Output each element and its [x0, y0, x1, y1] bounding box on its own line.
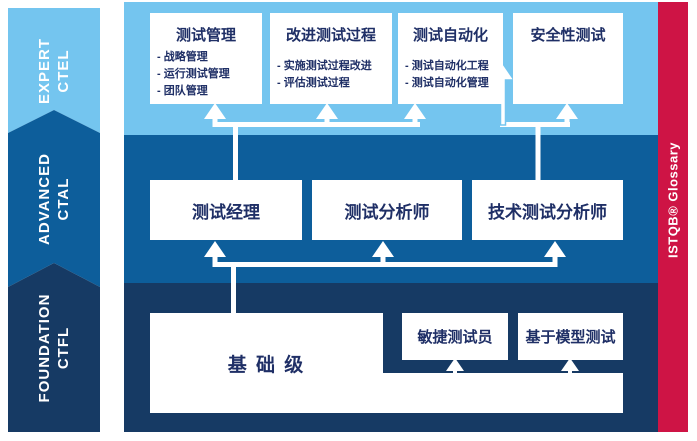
module-item: - 运行测试管理 — [157, 68, 230, 80]
module-security-testing-box: 安全性测试 — [513, 13, 623, 104]
module-foundation-level-box: 基 础 级 — [150, 313, 383, 413]
module-title: 测试自动化 — [412, 27, 488, 44]
module-test-analyst-box: 测试分析师 — [312, 180, 462, 240]
level-cert: CTFL — [55, 326, 72, 369]
level-name: FOUNDATION — [36, 293, 53, 402]
module-item: - 评估测试过程 — [277, 77, 350, 89]
module-item-list: - 战略管理 - 运行测试管理 - 团队管理 — [150, 49, 262, 100]
module-improving-test-process-box: 改进测试过程 - 实施测试过程改进 - 评估测试过程 — [270, 13, 392, 104]
module-item: - 战略管理 — [157, 51, 208, 63]
module-title: 安全性测试 — [530, 27, 606, 44]
level-label-foundation: FOUNDATION CTFL — [35, 263, 73, 432]
module-technical-test-analyst-box: 技术测试分析师 — [472, 180, 623, 240]
level-band-foundation: FOUNDATION CTFL — [8, 263, 100, 432]
module-title: 测试管理 — [175, 27, 236, 44]
module-item: - 实施测试过程改进 — [277, 60, 372, 72]
module-item: - 团队管理 — [157, 85, 208, 97]
module-title: 改进测试过程 — [285, 27, 376, 44]
module-item-list: - 实施测试过程改进 - 评估测试过程 — [270, 58, 392, 92]
glossary-label: ISTQB® Glossary — [665, 141, 681, 258]
module-test-manager-box: 测试经理 — [150, 180, 302, 240]
module-item: - 测试自动化管理 — [405, 77, 489, 89]
module-test-management-box: 测试管理 - 战略管理 - 运行测试管理 - 团队管理 — [150, 13, 262, 104]
module-item: - 测试自动化工程 — [405, 60, 489, 72]
glossary-band: ISTQB® Glossary — [658, 2, 688, 432]
module-agile-tester-box: 敏捷测试员 — [402, 313, 508, 360]
level-band-advanced: ADVANCED CTAL — [8, 110, 100, 287]
module-model-based-testing-box: 基于模型测试 — [518, 313, 623, 360]
module-test-automation-box: 测试自动化 - 测试自动化工程 - 测试自动化管理 — [398, 13, 503, 104]
module-item-list: - 测试自动化工程 - 测试自动化管理 — [398, 58, 503, 92]
